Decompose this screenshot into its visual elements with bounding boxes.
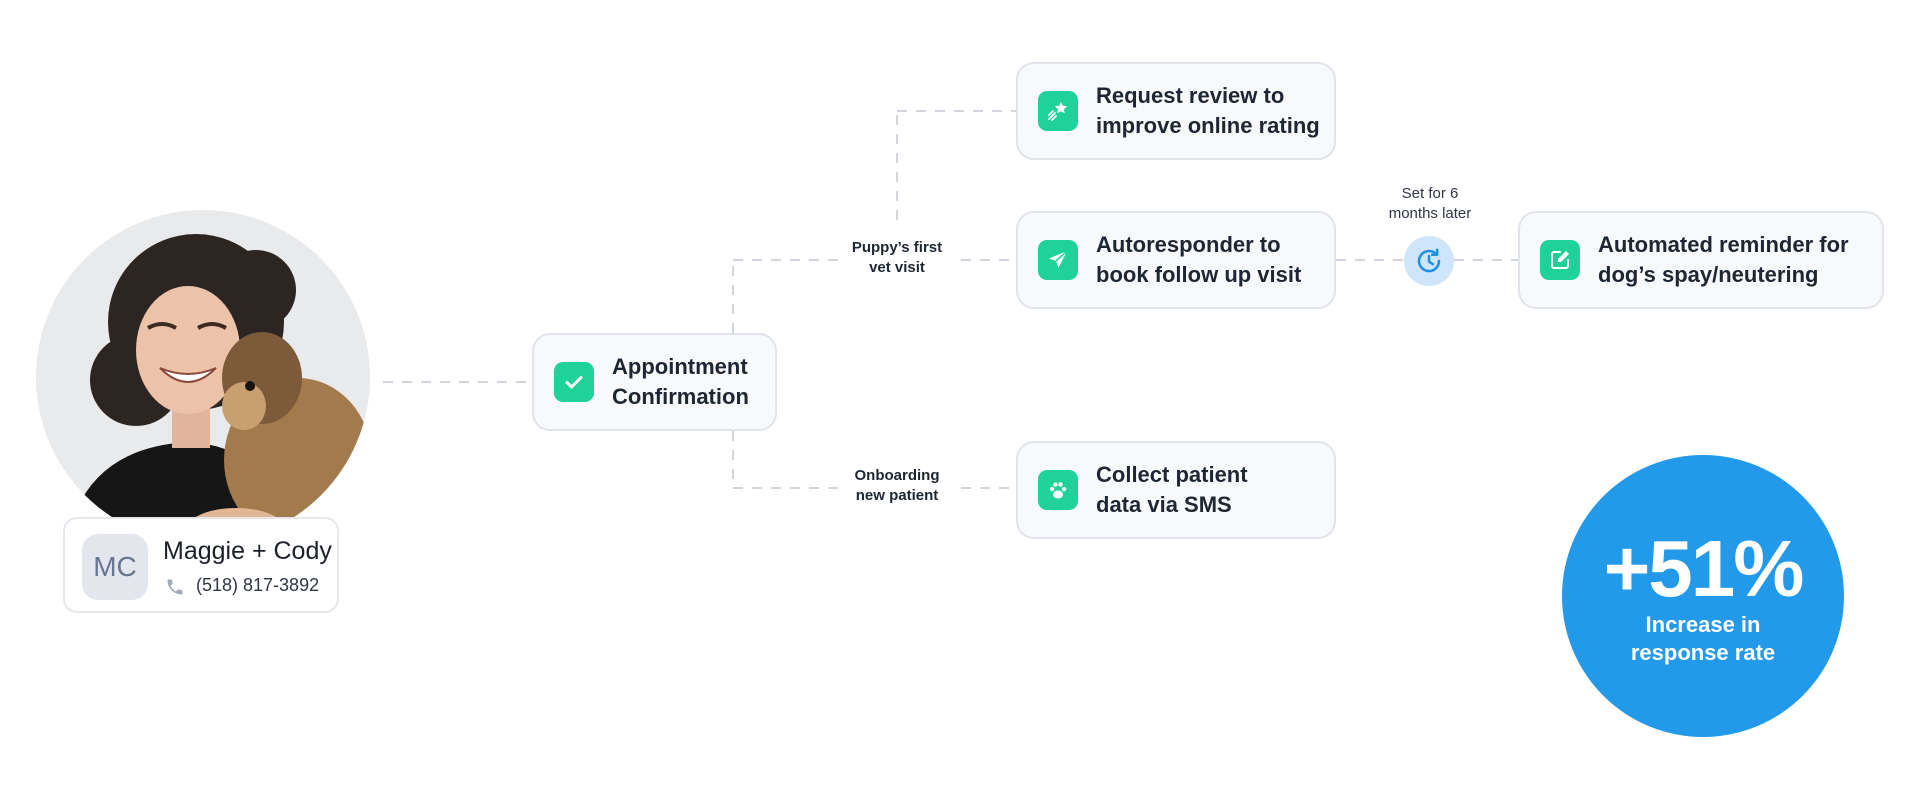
send-icon [1038, 240, 1078, 280]
avatar: MC [82, 534, 148, 600]
contact-name: Maggie + Cody [163, 537, 332, 565]
node-label: Request review to improve online rating [1096, 83, 1320, 138]
phone-icon [167, 579, 183, 595]
node-label: Autoresponder to book follow up visit [1096, 232, 1302, 287]
stat-value: +51% [1603, 524, 1805, 613]
stat-caption: Increase in response rate [1630, 612, 1776, 665]
node-label: Appointment Confirmation [612, 354, 749, 409]
delay-label: Set for 6 months later [1388, 185, 1472, 222]
node-collect-patient-data[interactable]: Collect patient data via SMS [1016, 441, 1336, 539]
star-sparkle-icon [1038, 91, 1078, 131]
clock-icon [1404, 236, 1454, 286]
check-icon [554, 362, 594, 402]
paw-icon [1038, 470, 1078, 510]
stat-badge: +51% Increase in response rate [1562, 455, 1844, 737]
node-label: Collect patient data via SMS [1096, 462, 1248, 517]
node-appointment-confirmation[interactable]: Appointment Confirmation [532, 333, 777, 431]
contact-card[interactable]: MC Maggie + Cody (518) 817-3892 [63, 517, 339, 613]
edit-icon [1540, 240, 1580, 280]
node-label: Automated reminder for dog’s spay/neuter… [1598, 232, 1849, 287]
customer-photo [36, 210, 370, 544]
branch-label-puppy-first-visit: Puppy’s first vet visit [840, 238, 954, 278]
woman-with-dog-illustration [36, 210, 370, 544]
node-autoresponder[interactable]: Autoresponder to book follow up visit [1016, 211, 1336, 309]
branch-label-onboarding: Onboarding new patient [840, 466, 954, 506]
node-automated-reminder[interactable]: Automated reminder for dog’s spay/neuter… [1518, 211, 1884, 309]
contact-phone: (518) 817-3892 [196, 575, 320, 595]
node-request-review[interactable]: Request review to improve online rating [1016, 62, 1336, 160]
